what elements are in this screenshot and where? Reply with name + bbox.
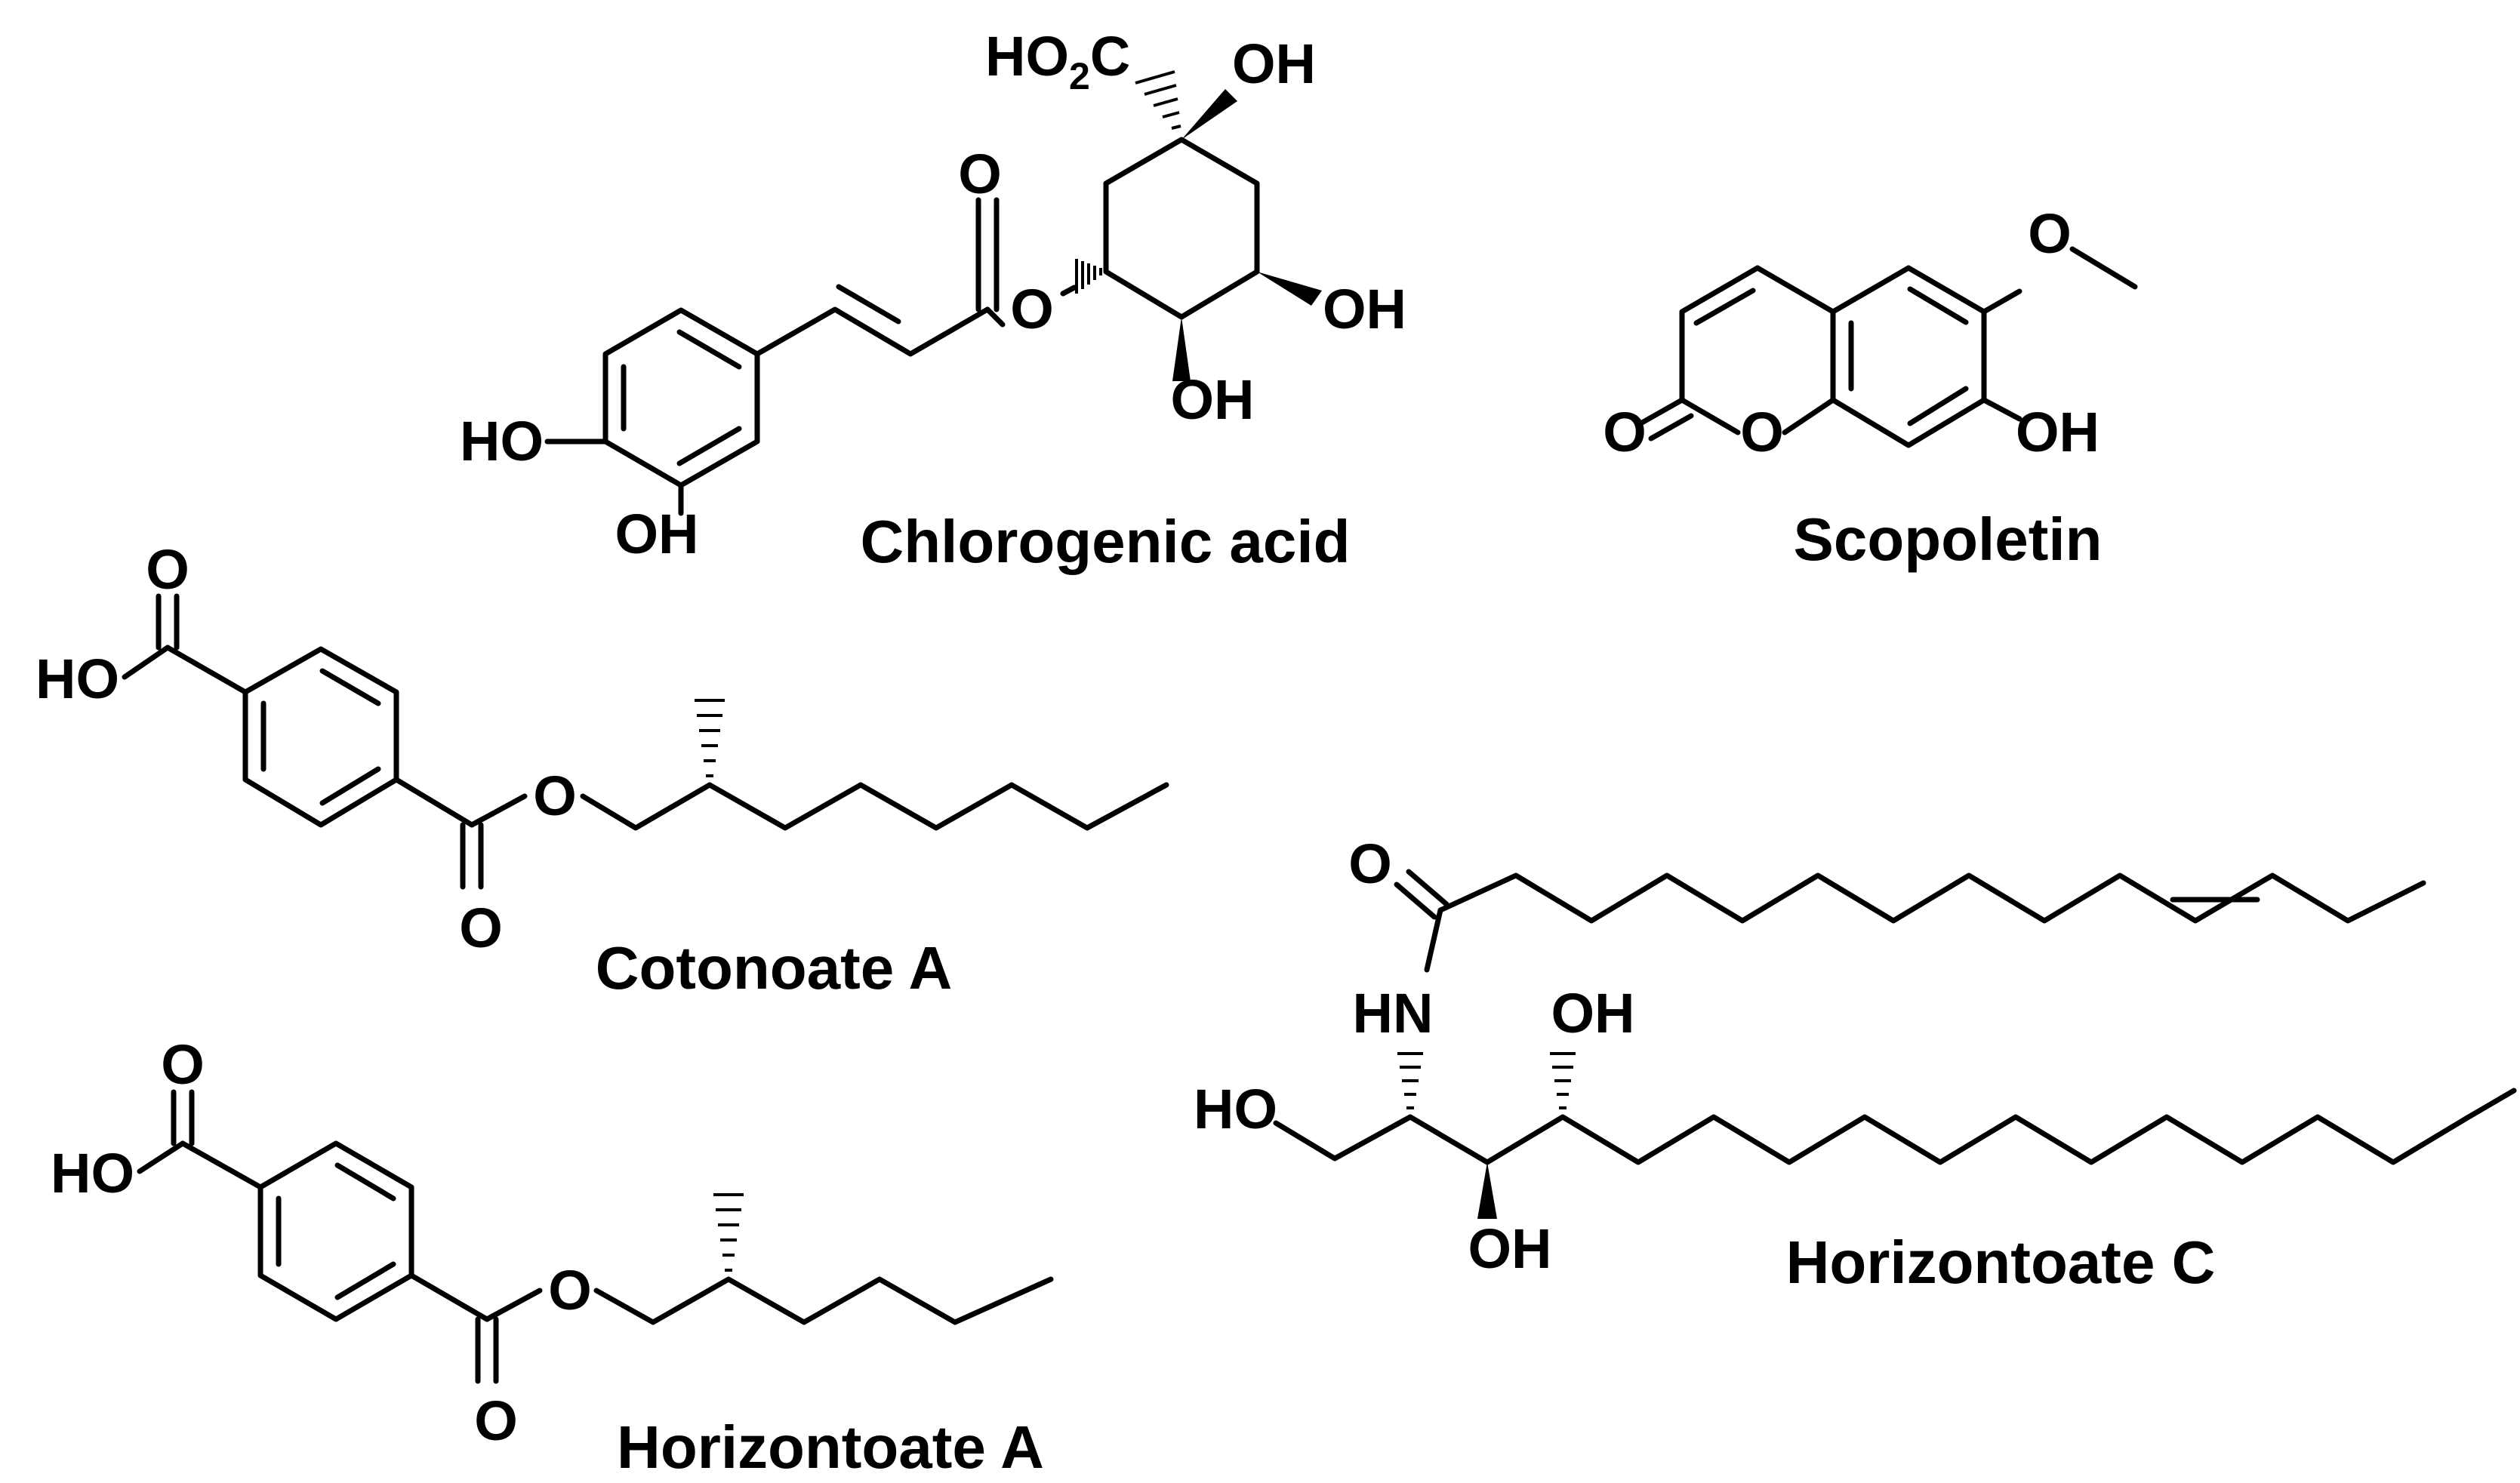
wedge-bond-c3-oh: [1257, 272, 1322, 306]
atom-o-ester-carbonyl: O: [459, 897, 503, 959]
chlorogenic-acid-label: Chlorogenic acid: [861, 508, 1351, 575]
atom-co2h: HO2C: [985, 25, 1130, 97]
horizontoate-c-hashed-oh: [1550, 1052, 1576, 1109]
atom-o-ester-carbonyl: O: [474, 1389, 518, 1452]
ester-o-c5-bond: [1060, 285, 1077, 297]
horizontoate-a-benzene-ring: [257, 1140, 414, 1322]
atom-o-ester: O: [533, 765, 577, 827]
horizontoate-a-ring-inner-1: [334, 1162, 396, 1201]
horizontoate-c-structure: O HN OH HO OH Horizontoate C: [1194, 832, 2517, 1296]
atom-oh-c1: OH: [1232, 32, 1316, 95]
horizontoate-c-acyl-chain: [1437, 872, 2426, 924]
horizontoate-a-ring-inner-2: [334, 1261, 396, 1300]
cotonoate-a-label: Cotonoate A: [596, 934, 953, 1001]
scopoletin-carbonyl-bond-b: [1648, 413, 1694, 442]
horizontoate-c-hashed-n: [1397, 1052, 1423, 1109]
scopoletin-methoxy-bond: [1981, 288, 2022, 315]
cotonoate-a-acid-oh-bond: [122, 645, 171, 680]
cotonoate-a-ring-inner-1: [319, 668, 381, 706]
scopoletin-methyl-bond: [2069, 246, 2138, 290]
atom-ho-left: HO: [1194, 1078, 1277, 1140]
trans-double-bond: [836, 284, 901, 325]
atom-o-ring: O: [1740, 401, 1784, 463]
scopoletin-ring-o-bond: [1782, 397, 1836, 435]
atom-oh-c4: OH: [1171, 368, 1255, 431]
atom-o-acid-carbonyl: O: [161, 1033, 205, 1096]
scopoletin-carbonyl-bond-a: [1639, 397, 1685, 426]
cotonoate-a-ester-o-bond: [469, 793, 528, 828]
horizontoate-c-wedge-oh: [1477, 1162, 1497, 1219]
atom-o-amide: O: [1348, 832, 1392, 895]
cotonoate-a-ester-bond: [393, 777, 475, 828]
atom-oh-catechol: OH: [615, 503, 699, 565]
cotonoate-a-benzene-ring: [242, 646, 399, 828]
chlorogenic-acid-structure: O O OH OH OH HO OH HO2C Chlorogenic acid: [460, 25, 1406, 575]
ester-o-bond: [984, 306, 1006, 328]
horizontoate-a-label: Horizontoate A: [617, 1414, 1044, 1481]
atom-o-methoxy: O: [2028, 202, 2072, 265]
quinic-ring: [1103, 137, 1260, 320]
scopoletin-oh-bond: [1981, 397, 2022, 422]
scopoletin-benzene-ring: [1830, 265, 1987, 448]
atom-oh-c3: OH: [1323, 278, 1406, 340]
scopoletin-cc-double: [1693, 288, 1756, 326]
cotonoate-a-hashed-methyl: [695, 699, 725, 777]
cotonoate-a-structure: O HO O O Cotonoate A: [35, 538, 1169, 1001]
horizontoate-a-alkyl-chain: [593, 1276, 1054, 1325]
scopoletin-label: Scopoletin: [1794, 506, 2103, 573]
horizontoate-c-carbonyl-a: [1394, 881, 1437, 920]
horizontoate-c-carbonyl-b: [1406, 869, 1449, 907]
catechol-ring: [602, 307, 760, 488]
horizontoate-a-hashed-methyl: [713, 1193, 744, 1272]
cotonoate-a-ring-inner-2: [319, 766, 381, 806]
horizontoate-a-ester-o-bond: [484, 1288, 543, 1322]
scopoletin-structure: O O O OH Scopoletin: [1603, 202, 2138, 573]
cotonoate-a-acid-bond: [165, 645, 248, 695]
horizontoate-a-acid-bond: [180, 1140, 263, 1190]
horizontoate-c-label: Horizontoate C: [1786, 1229, 2216, 1296]
atom-o-acid-carbonyl: O: [146, 538, 189, 601]
atom-ho-acid: HO: [51, 1142, 134, 1205]
hashed-bond-c1-co2h: [1135, 70, 1181, 130]
atom-ho-catechol: HO: [460, 410, 544, 472]
scopoletin-benzene-inner-1: [1907, 286, 1969, 325]
horizontoate-c-amide-cn: [1424, 907, 1443, 973]
atom-o-carbonyl: O: [958, 143, 1002, 205]
atom-oh-scopoletin: OH: [2016, 401, 2099, 463]
atom-ho-acid: HO: [35, 648, 119, 710]
scopoletin-benzene-inner-2: [1907, 386, 1969, 426]
horizontoate-a-ester-bond: [408, 1272, 490, 1322]
propenoyl-chain: [754, 306, 990, 357]
horizontoate-c-backbone: [1273, 1088, 2517, 1165]
horizontoate-a-structure: O HO O O Horizontoate A: [51, 1033, 1054, 1481]
atom-o-ester: O: [548, 1259, 592, 1321]
atom-hn: HN: [1353, 982, 1434, 1045]
atom-oh-top: OH: [1551, 982, 1635, 1045]
atom-oh-bottom: OH: [1468, 1217, 1552, 1280]
wedge-bond-c1-oh: [1181, 89, 1237, 140]
wedge-bond-c4-oh: [1172, 317, 1191, 381]
horizontoate-a-acid-oh-bond: [137, 1140, 186, 1174]
atom-o-ester: O: [1010, 278, 1054, 340]
hashed-bond-c5-o: [1075, 259, 1102, 294]
scopoletin-pyranone-ring: [1679, 265, 1836, 435]
cotonoate-a-alkyl-chain: [580, 782, 1169, 831]
atom-o-lactone-carbonyl: O: [1603, 401, 1647, 463]
